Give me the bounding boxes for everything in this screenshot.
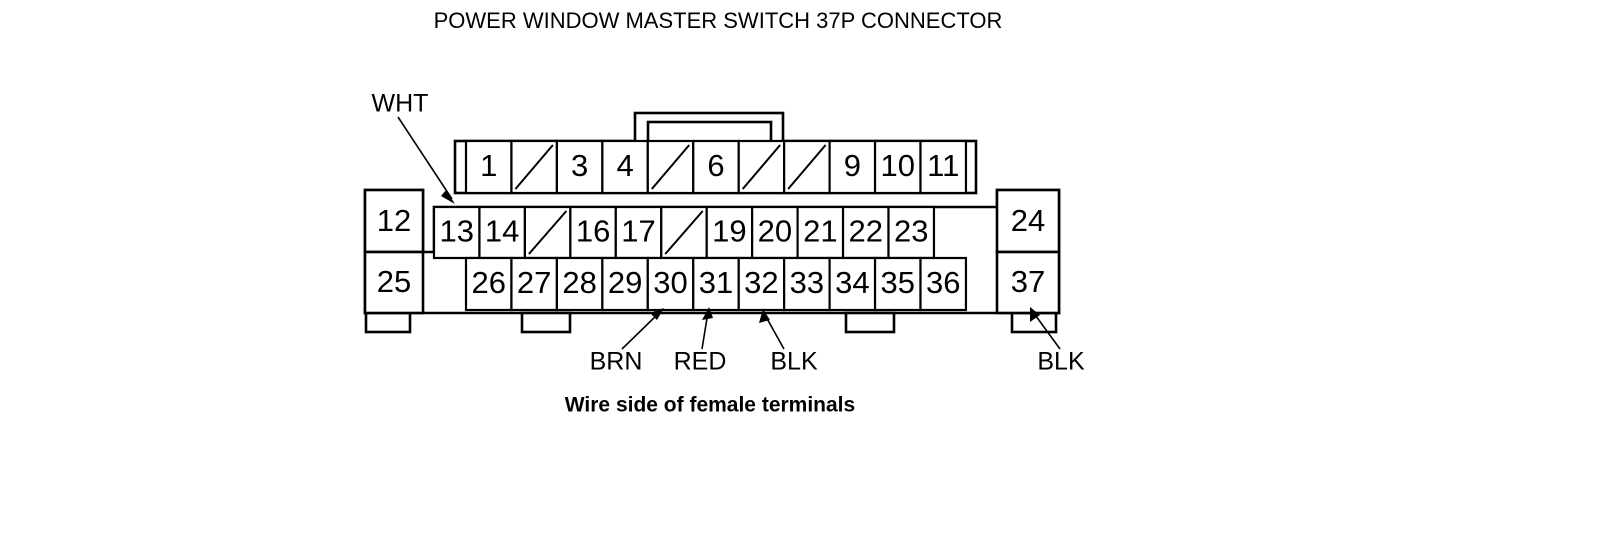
bottom-row: 26 27 28 29 30 31 32 33 34 35 36 bbox=[464, 256, 968, 312]
wire-leader-brn: BRN bbox=[590, 308, 664, 376]
pin-label-14: 14 bbox=[485, 214, 519, 249]
pin-cell-36[interactable] bbox=[919, 256, 968, 312]
pin-cell-24[interactable] bbox=[995, 188, 1061, 254]
wire-label-red: RED bbox=[674, 348, 727, 376]
pin-cell-37[interactable] bbox=[995, 250, 1061, 315]
blank-slash-icon bbox=[787, 144, 827, 190]
pin-label-1: 1 bbox=[480, 148, 497, 183]
arrow-head-blk-37 bbox=[1030, 307, 1040, 322]
pin-label-37: 37 bbox=[1011, 264, 1045, 299]
wire-label-wht: WHT bbox=[372, 90, 429, 118]
wire-leader-blk-32: BLK bbox=[759, 309, 818, 376]
pin-label-3: 3 bbox=[571, 148, 588, 183]
outer-right-column: 24 37 bbox=[995, 188, 1061, 315]
pin-label-16: 16 bbox=[576, 214, 610, 249]
pin-cell-16[interactable] bbox=[569, 205, 617, 260]
pin-label-28: 28 bbox=[562, 265, 596, 300]
diagram-caption: Wire side of female terminals bbox=[565, 394, 855, 417]
pin-label-29: 29 bbox=[608, 265, 642, 300]
arrow-head-wht bbox=[441, 190, 455, 204]
outer-left-column: 12 25 bbox=[363, 188, 425, 315]
blank-slash-icon bbox=[514, 144, 554, 190]
pin-cell-17[interactable] bbox=[614, 205, 663, 260]
pin-label-21: 21 bbox=[803, 214, 837, 249]
pin-cell-32[interactable] bbox=[737, 256, 786, 312]
pin-label-22: 22 bbox=[849, 214, 883, 249]
wire-leader-blk-37: BLK bbox=[1030, 307, 1085, 376]
pin-label-27: 27 bbox=[517, 265, 551, 300]
pin-cell-13[interactable] bbox=[432, 205, 481, 260]
arrow-head-brn bbox=[650, 308, 664, 320]
arrow-head-red bbox=[702, 307, 713, 320]
wire-label-blk-37: BLK bbox=[1037, 348, 1085, 376]
pin-label-31: 31 bbox=[699, 265, 733, 300]
pin-label-13: 13 bbox=[439, 214, 473, 249]
pin-label-19: 19 bbox=[712, 214, 746, 249]
wire-leader-wht: WHT bbox=[372, 90, 455, 204]
pin-label-33: 33 bbox=[790, 265, 824, 300]
page-title: POWER WINDOW MASTER SWITCH 37P CONNECTOR bbox=[434, 8, 1003, 33]
wire-label-brn: BRN bbox=[590, 348, 643, 376]
pin-label-11: 11 bbox=[927, 148, 959, 183]
pin-cell-10[interactable] bbox=[873, 139, 922, 195]
pin-label-17: 17 bbox=[621, 214, 655, 249]
wire-label-blk-32: BLK bbox=[770, 348, 818, 376]
blank-slash-icon bbox=[651, 144, 691, 190]
pin-label-30: 30 bbox=[653, 265, 687, 300]
pin-label-9: 9 bbox=[844, 148, 861, 183]
pin-cell-12[interactable] bbox=[363, 188, 425, 254]
pin-cell-30[interactable] bbox=[646, 256, 695, 312]
pin-label-36: 36 bbox=[926, 265, 960, 300]
pin-cell-34[interactable] bbox=[828, 256, 877, 312]
pin-label-24: 24 bbox=[1011, 203, 1045, 238]
pin-label-20: 20 bbox=[758, 214, 792, 249]
pin-cell-19[interactable] bbox=[705, 205, 754, 260]
pin-label-23: 23 bbox=[894, 214, 928, 249]
pin-label-4: 4 bbox=[616, 148, 633, 183]
pin-label-6: 6 bbox=[707, 148, 724, 183]
blank-slash-icon bbox=[528, 210, 568, 255]
blank-slash-icon bbox=[741, 144, 781, 190]
pin-cell-9[interactable] bbox=[828, 139, 877, 195]
mounting-tab-2 bbox=[520, 311, 572, 334]
pin-label-12: 12 bbox=[377, 203, 411, 238]
pin-cell-26[interactable] bbox=[464, 256, 513, 312]
middle-row: 13 14 16 17 19 20 21 22 23 bbox=[432, 205, 936, 260]
pin-label-10: 10 bbox=[881, 148, 915, 183]
pin-cell-11[interactable] bbox=[919, 139, 968, 195]
wire-leader-red: RED bbox=[674, 307, 727, 376]
pin-cell-6[interactable] bbox=[692, 139, 740, 195]
pin-cell-1[interactable] bbox=[464, 139, 513, 195]
pin-label-25: 25 bbox=[377, 264, 411, 299]
pin-cell-28[interactable] bbox=[555, 256, 604, 312]
pin-label-26: 26 bbox=[471, 265, 505, 300]
pin-cell-25[interactable] bbox=[363, 250, 425, 315]
mounting-tab-1 bbox=[364, 311, 412, 334]
mounting-tab-3 bbox=[844, 311, 896, 334]
pin-label-32: 32 bbox=[744, 265, 778, 300]
pin-label-34: 34 bbox=[835, 265, 869, 300]
pin-label-35: 35 bbox=[881, 265, 915, 300]
blank-slash-icon bbox=[664, 210, 704, 255]
latch-bracket-inner bbox=[646, 120, 773, 145]
arrow-head-blk-32 bbox=[759, 309, 770, 323]
pin-cell-4[interactable] bbox=[601, 139, 649, 195]
